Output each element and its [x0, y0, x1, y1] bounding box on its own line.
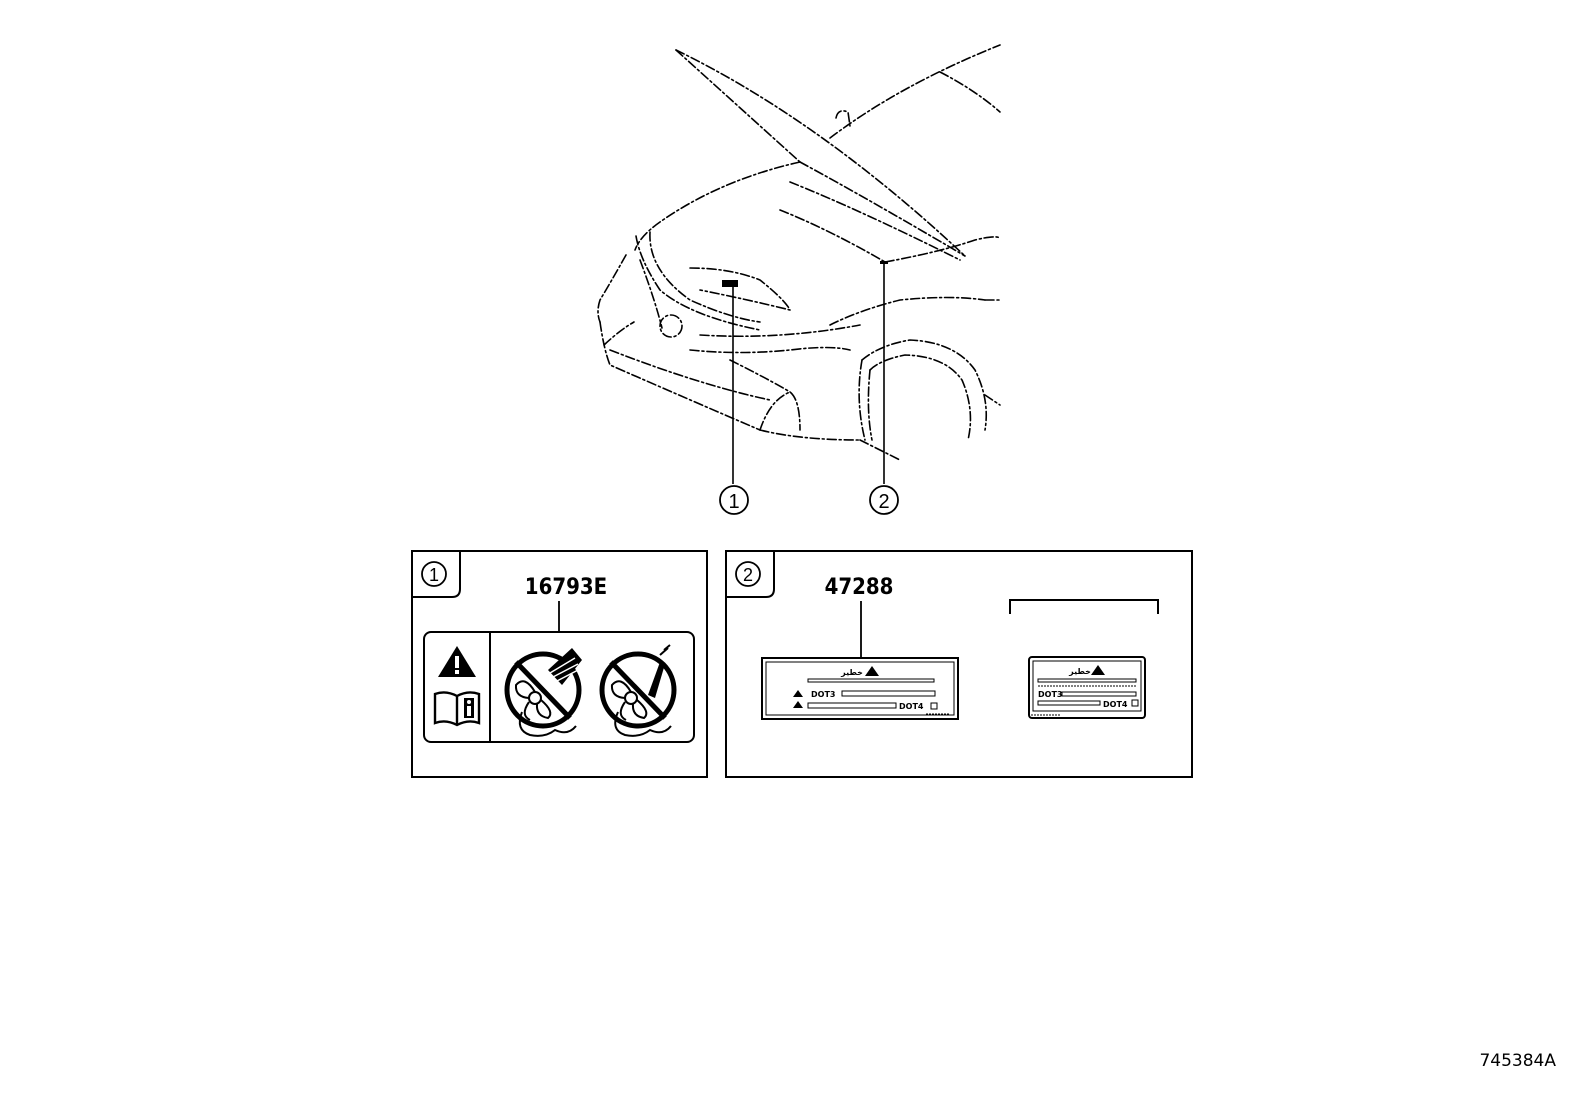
svg-text:2: 2	[878, 491, 889, 513]
part-number-47288: 47288	[825, 575, 894, 600]
svg-text:DOT3: DOT3	[811, 690, 835, 699]
svg-text:خطير: خطير	[1068, 667, 1091, 676]
svg-text:خطير: خطير	[840, 668, 863, 677]
warning-triangle-icon	[865, 666, 879, 676]
vehicle-front-illustration	[597, 44, 1001, 461]
no-tool-near-fan-icon	[599, 644, 677, 737]
callout-box-1: 1 16793E	[411, 550, 708, 778]
svg-text:DOT4: DOT4	[899, 702, 924, 711]
warning-triangle-icon	[1091, 665, 1105, 675]
no-hand-near-fan-icon	[504, 648, 582, 737]
svg-text:DOT3: DOT3	[1038, 690, 1062, 699]
part-number-16793E: 16793E	[525, 575, 607, 600]
illustration-id: 745384A	[1479, 1051, 1556, 1071]
alternate-label-bracket	[1009, 599, 1159, 614]
owners-manual-icon	[433, 691, 481, 727]
callout-marker-1: 1	[719, 485, 749, 515]
callout-box-2: 2 47288 خطير DOT3 DOT4 خطير	[725, 550, 1193, 778]
brake-fluid-label-location	[880, 261, 888, 264]
svg-text:1: 1	[728, 491, 739, 513]
warning-triangle-icon	[438, 646, 476, 677]
svg-text:1: 1	[429, 565, 439, 585]
callout-marker-2: 2	[869, 485, 899, 515]
svg-text:2: 2	[743, 565, 753, 585]
brake-fluid-label-alternate: خطير DOT3 DOT4	[1028, 656, 1146, 719]
hood-label-location	[722, 280, 738, 287]
svg-text:DOT4: DOT4	[1103, 700, 1128, 709]
fan-warning-label	[423, 631, 695, 743]
warning-triangle-icon	[793, 701, 803, 708]
brake-fluid-label: خطير DOT3 DOT4	[761, 657, 959, 720]
warning-triangle-icon	[793, 690, 803, 697]
